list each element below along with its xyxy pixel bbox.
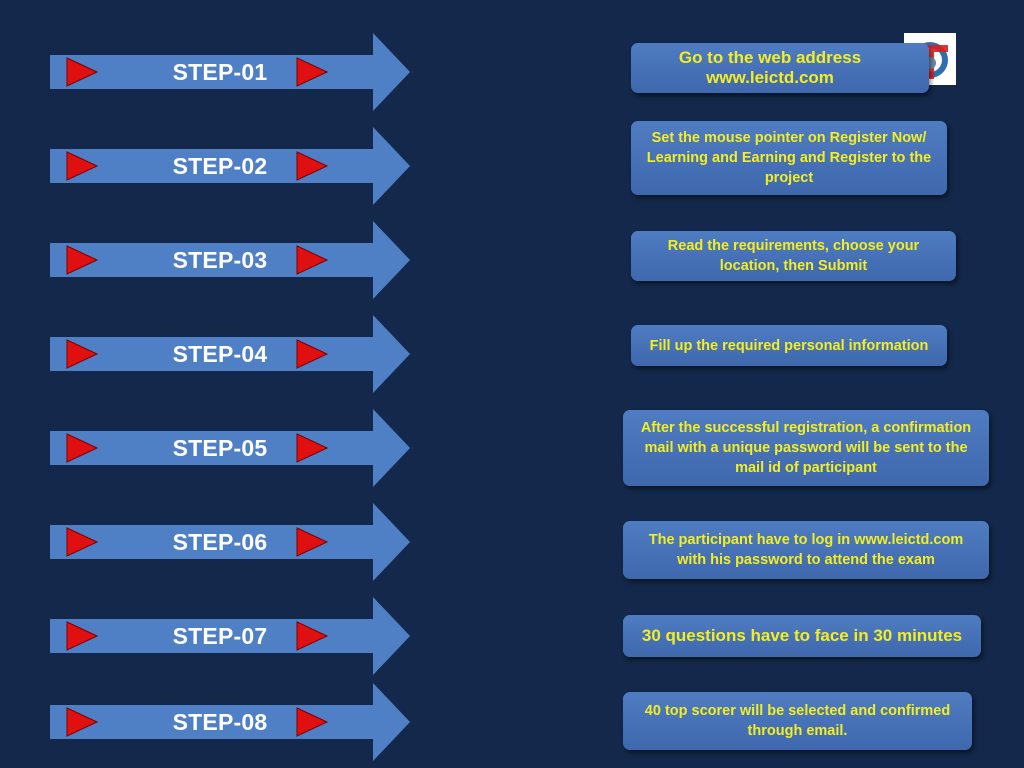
info-text: After the successful registration, a con… [640,420,972,476]
step-label: STEP-01 [172,59,268,85]
arrow-shape [50,597,410,675]
step-label: STEP-05 [172,435,268,461]
red-triangle-icon [296,339,328,369]
step-label: STEP-02 [172,153,268,179]
info-box-step-02: Set the mouse pointer on Register Now/ L… [631,121,947,195]
info-text: Set the mouse pointer on Register Now/ L… [646,130,932,186]
red-triangle-icon [296,151,328,181]
red-triangle-icon [66,707,98,737]
step-arrow-07: STEP-07 [50,597,412,675]
info-text: 30 questions have to face in 30 minutes [641,626,963,645]
info-text: Go to the web address www.leictd.com [678,48,862,87]
info-box-step-03: Read the requirements, choose your locat… [631,231,956,281]
arrow-shape [50,33,410,111]
red-triangle-icon [66,433,98,463]
step-label: STEP-04 [172,341,268,367]
red-triangle-icon [66,621,98,651]
red-triangle-icon [296,707,328,737]
step-arrow-04: STEP-04 [50,315,412,393]
red-triangle-icon [296,245,328,275]
step-label: STEP-07 [172,623,268,649]
info-box-step-07: 30 questions have to face in 30 minutes [623,615,981,657]
info-box-step-05: After the successful registration, a con… [623,410,989,486]
red-triangle-icon [66,57,98,87]
info-box-step-04: Fill up the required personal informatio… [631,325,947,366]
info-box-step-06: The participant have to log in www.leict… [623,521,989,579]
info-text: 40 top scorer will be selected and confi… [644,703,951,739]
arrow-shape [50,315,410,393]
red-triangle-icon [296,621,328,651]
red-triangle-icon [66,527,98,557]
info-text: The participant have to log in www.leict… [648,532,964,568]
step-arrow-06: STEP-06 [50,503,412,581]
red-triangle-icon [296,527,328,557]
red-triangle-icon [296,433,328,463]
step-label: STEP-06 [172,529,268,555]
red-triangle-icon [296,57,328,87]
arrow-shape [50,683,410,761]
arrow-shape [50,503,410,581]
arrow-shape [50,221,410,299]
step-arrow-01: STEP-01 [50,33,412,111]
step-arrow-08: STEP-08 [50,683,412,761]
step-label: STEP-08 [172,709,268,735]
info-text: Read the requirements, choose your locat… [667,238,920,274]
step-arrow-02: STEP-02 [50,127,412,205]
arrow-shape [50,409,410,487]
red-triangle-icon [66,151,98,181]
info-text: Fill up the required personal informatio… [649,337,929,354]
step-arrow-03: STEP-03 [50,221,412,299]
step-arrow-05: STEP-05 [50,409,412,487]
step-label: STEP-03 [172,247,268,273]
info-box-step-08: 40 top scorer will be selected and confi… [623,692,972,750]
red-triangle-icon [66,245,98,275]
info-box-step-01: Go to the web address www.leictd.com [631,43,929,93]
red-triangle-icon [66,339,98,369]
arrow-shape [50,127,410,205]
